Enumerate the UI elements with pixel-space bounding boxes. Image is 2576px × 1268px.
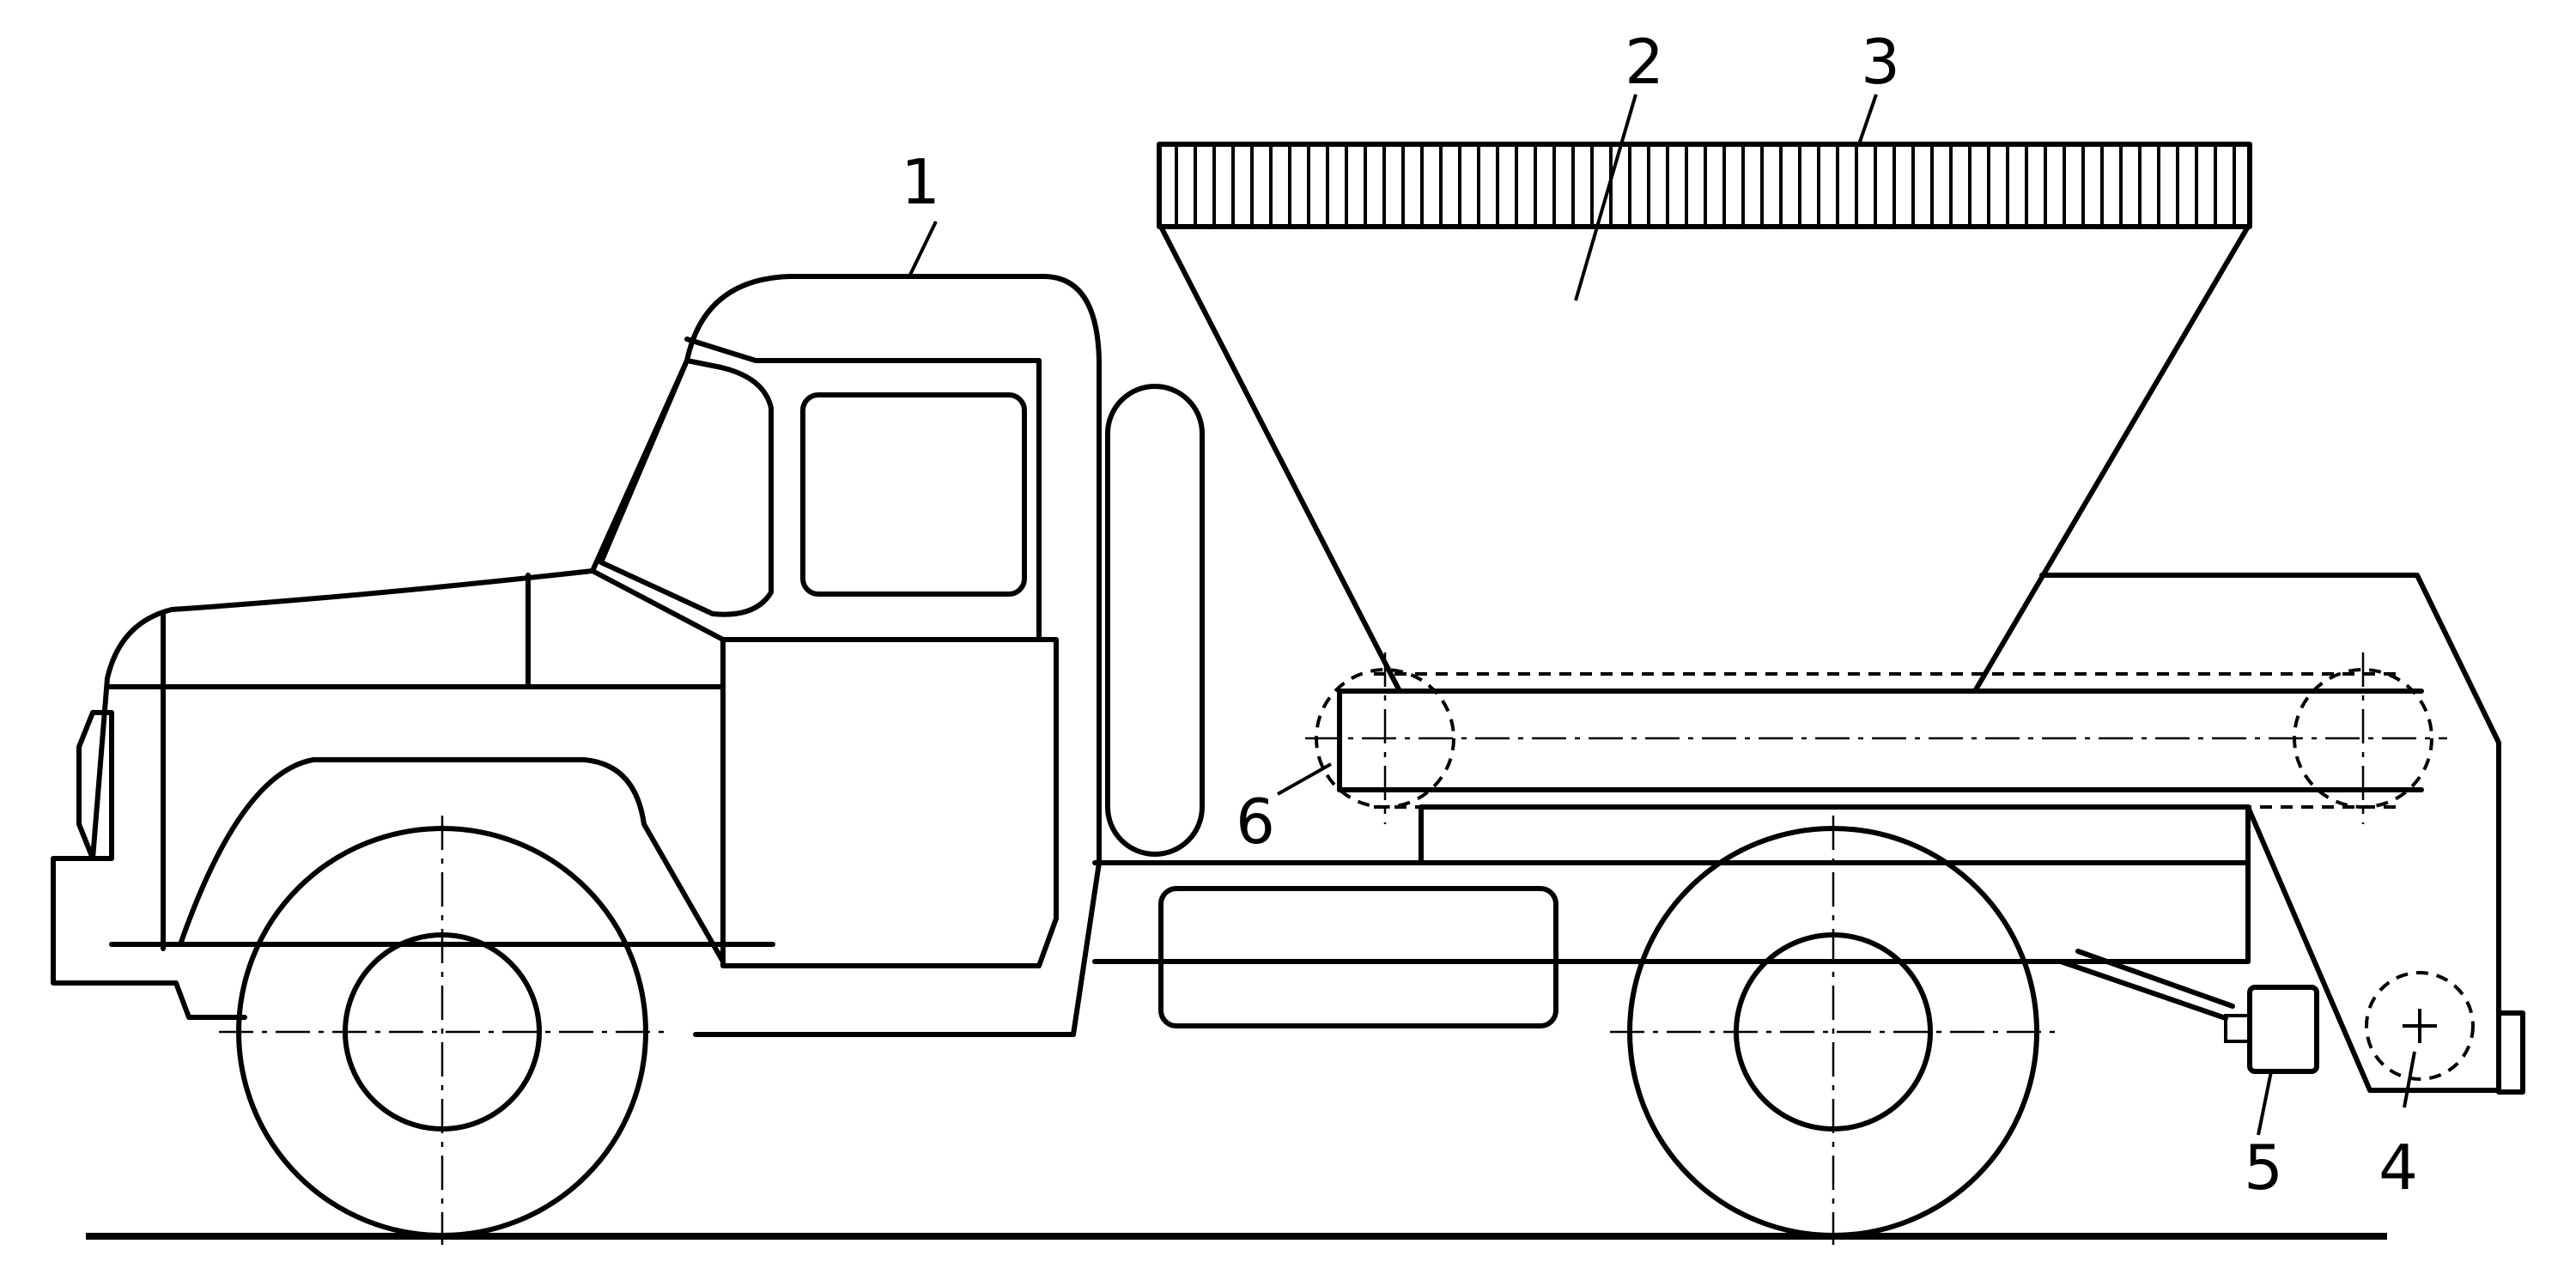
front-wheel (219, 816, 665, 1245)
hopper-screen (1157, 142, 2252, 229)
drive-unit (2058, 949, 2319, 1074)
leader-5 (2257, 1071, 2273, 1136)
conveyor-frame (1305, 573, 2501, 1028)
chute-lip (2496, 1010, 2525, 1095)
conveyor-drum-front (1315, 652, 1455, 824)
leader-4 (2403, 1051, 2416, 1108)
cab-side-window (800, 392, 1027, 597)
spinner-disc (2365, 971, 2475, 1081)
grille (76, 710, 114, 861)
callout-3: 3 (1861, 26, 1900, 98)
callout-4: 4 (2379, 1131, 2418, 1204)
cab-door (720, 637, 1059, 968)
cab (590, 274, 1102, 1037)
rear-chute (2245, 804, 2501, 1093)
callout-2: 2 (1625, 26, 1664, 98)
callout-5: 5 (2244, 1131, 2283, 1204)
callout-1: 1 (901, 146, 940, 218)
hopper (1158, 224, 2251, 694)
chassis-frame (1092, 804, 2251, 964)
leader-3 (1857, 94, 1878, 145)
fuel-tank (1158, 886, 1558, 1028)
callout-6: 6 (1236, 786, 1275, 858)
rear-wheel (1610, 816, 2057, 1245)
leader-6 (1277, 762, 1332, 796)
leader-2 (1574, 94, 1637, 301)
air-filter (1105, 384, 1205, 857)
hood (51, 568, 775, 1020)
cab-windshield (598, 358, 774, 617)
leader-1 (908, 221, 938, 276)
conveyor-drum-rear (2293, 652, 2433, 824)
